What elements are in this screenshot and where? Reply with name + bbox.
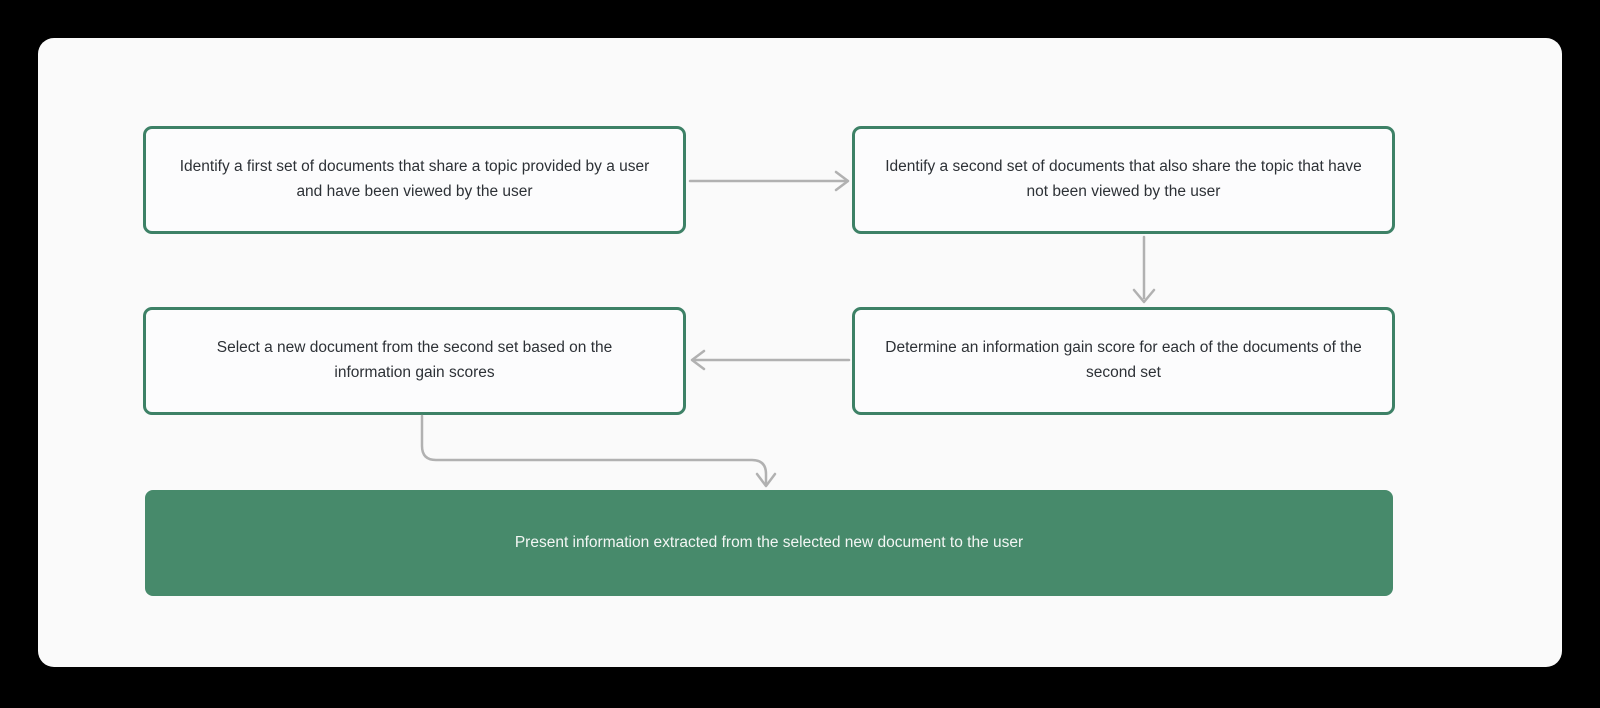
node-present-information: Present information extracted from the s… bbox=[145, 490, 1393, 596]
node-label: Select a new document from the second se… bbox=[216, 339, 613, 381]
node-label: Determine an information gain score for … bbox=[885, 339, 1362, 381]
node-identify-first-set: Identify a first set of documents that s… bbox=[143, 126, 686, 234]
node-label: Present information extracted from the s… bbox=[514, 534, 1024, 551]
node-label: Identify a first set of documents that s… bbox=[179, 158, 650, 200]
node-select-new-document: Select a new document from the second se… bbox=[143, 307, 686, 415]
node-determine-information-gain: Determine an information gain score for … bbox=[852, 307, 1395, 415]
node-label: Identify a second set of documents that … bbox=[885, 158, 1362, 200]
node-identify-second-set: Identify a second set of documents that … bbox=[852, 126, 1395, 234]
